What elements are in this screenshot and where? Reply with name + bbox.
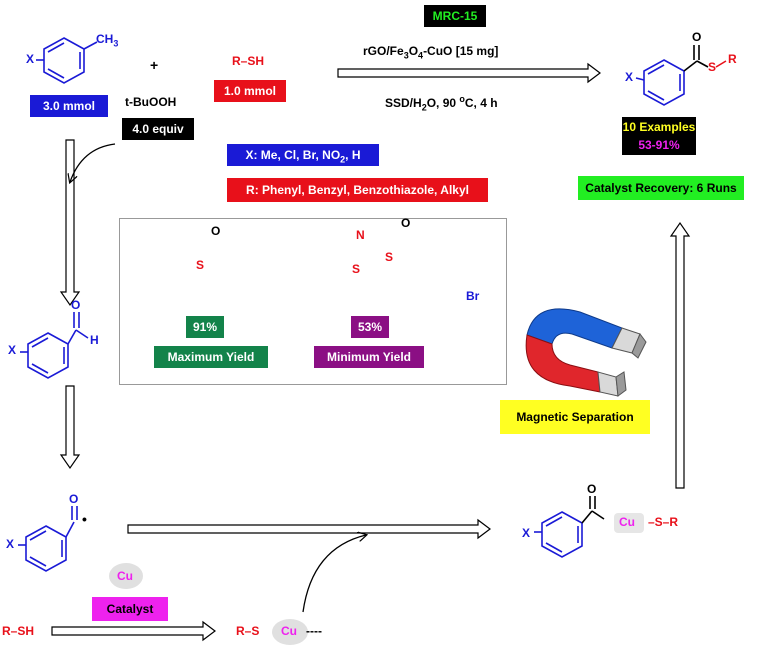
plus-sign: + (150, 57, 159, 73)
toluene-structure (36, 37, 98, 84)
acyl-radical-structure (18, 506, 78, 572)
complex-x-label: X (522, 526, 531, 540)
radical-coupling-arrow (127, 518, 491, 540)
solvent-line: SSD/H2O, 90 oC, 4 h (385, 94, 498, 113)
thiolate-rs-label: R–S (236, 624, 260, 638)
max-yield-label: Maximum Yield (154, 346, 268, 368)
min-yield-value: 53% (351, 316, 389, 338)
complex-cu-label: Cu (619, 515, 635, 529)
complex-sr-label: –S–R (648, 515, 679, 529)
oxidant-equiv-badge: 4.0 equiv (122, 118, 194, 140)
product-r-label: R (728, 52, 737, 66)
yield-range: 53-91% (638, 138, 680, 152)
inset1-o-label: O (211, 224, 221, 238)
aldehyde-o-label: O (71, 298, 81, 312)
cu-blob-top (109, 563, 143, 589)
radical-o-label: O (69, 492, 79, 506)
aldehyde-h-label: H (90, 333, 99, 347)
thiolate-dash: ---- (306, 624, 322, 638)
cu-badge-label: Cu (117, 569, 133, 583)
down-arrow-2 (59, 385, 81, 470)
product-o-label: O (692, 30, 702, 44)
oxidant-label: t-BuOOH (125, 95, 177, 109)
radical-x-label: X (6, 537, 15, 551)
magnet-graphic (525, 308, 647, 397)
product-s-label: S (708, 60, 717, 74)
results-badge: 10 Examples 53-91% (622, 117, 696, 155)
thiolate-cu-label: Cu (281, 624, 297, 638)
x-substituents-badge: X: Me, Cl, Br, NO2, H (227, 144, 379, 166)
catalyst-line: rGO/Fe3O4-CuO [15 mg] (363, 44, 499, 61)
radical-dot: • (82, 511, 87, 527)
cu-blob-bottom (272, 619, 308, 645)
benzaldehyde-structure (20, 312, 89, 379)
up-arrow-right (669, 221, 691, 489)
magnetic-separation-badge: Magnetic Separation (500, 400, 650, 434)
examples-count: 10 Examples (622, 120, 696, 134)
toluene-x-label: X (26, 52, 35, 66)
inset2-s-label: S (385, 250, 394, 264)
product-x-label: X (625, 70, 634, 84)
inset2-o-label: O (401, 216, 411, 230)
thiol-activation-arrow (51, 620, 216, 642)
inset2-n-label: N (356, 228, 365, 242)
oxidant-curved-arrow (70, 143, 116, 182)
inset2-s-ring-label: S (352, 262, 361, 276)
r-substituents-badge: R: Phenyl, Benzyl, Benzothiazole, Alkyl (227, 178, 488, 202)
down-arrow-1 (59, 139, 81, 307)
product-structure (635, 45, 727, 106)
thiol-amount-badge: 1.0 mmol (214, 80, 286, 102)
acyl-cu-complex-structure (534, 496, 605, 558)
complex-o-label: O (587, 482, 597, 496)
toluene-amount-badge: 3.0 mmol (30, 95, 108, 117)
main-reaction-arrow (337, 62, 601, 84)
max-yield-value: 91% (186, 316, 224, 338)
thiol-label: R–SH (232, 54, 265, 68)
cu-blob-complex (614, 513, 644, 533)
thiolate-curved-arrow (302, 535, 366, 613)
min-yield-label: Minimum Yield (314, 346, 424, 368)
inset2-br-label: Br (466, 289, 480, 303)
aldehyde-x-label: X (8, 343, 17, 357)
catalyst-name-badge: MRC-15 (424, 5, 486, 27)
inset1-s-label: S (196, 258, 205, 272)
catalyst-badge: Catalyst (92, 597, 168, 621)
toluene-ch3-label: CH3 (96, 32, 119, 49)
thiol-start-label: R–SH (2, 624, 35, 638)
catalyst-recovery-badge: Catalyst Recovery: 6 Runs (578, 176, 744, 200)
